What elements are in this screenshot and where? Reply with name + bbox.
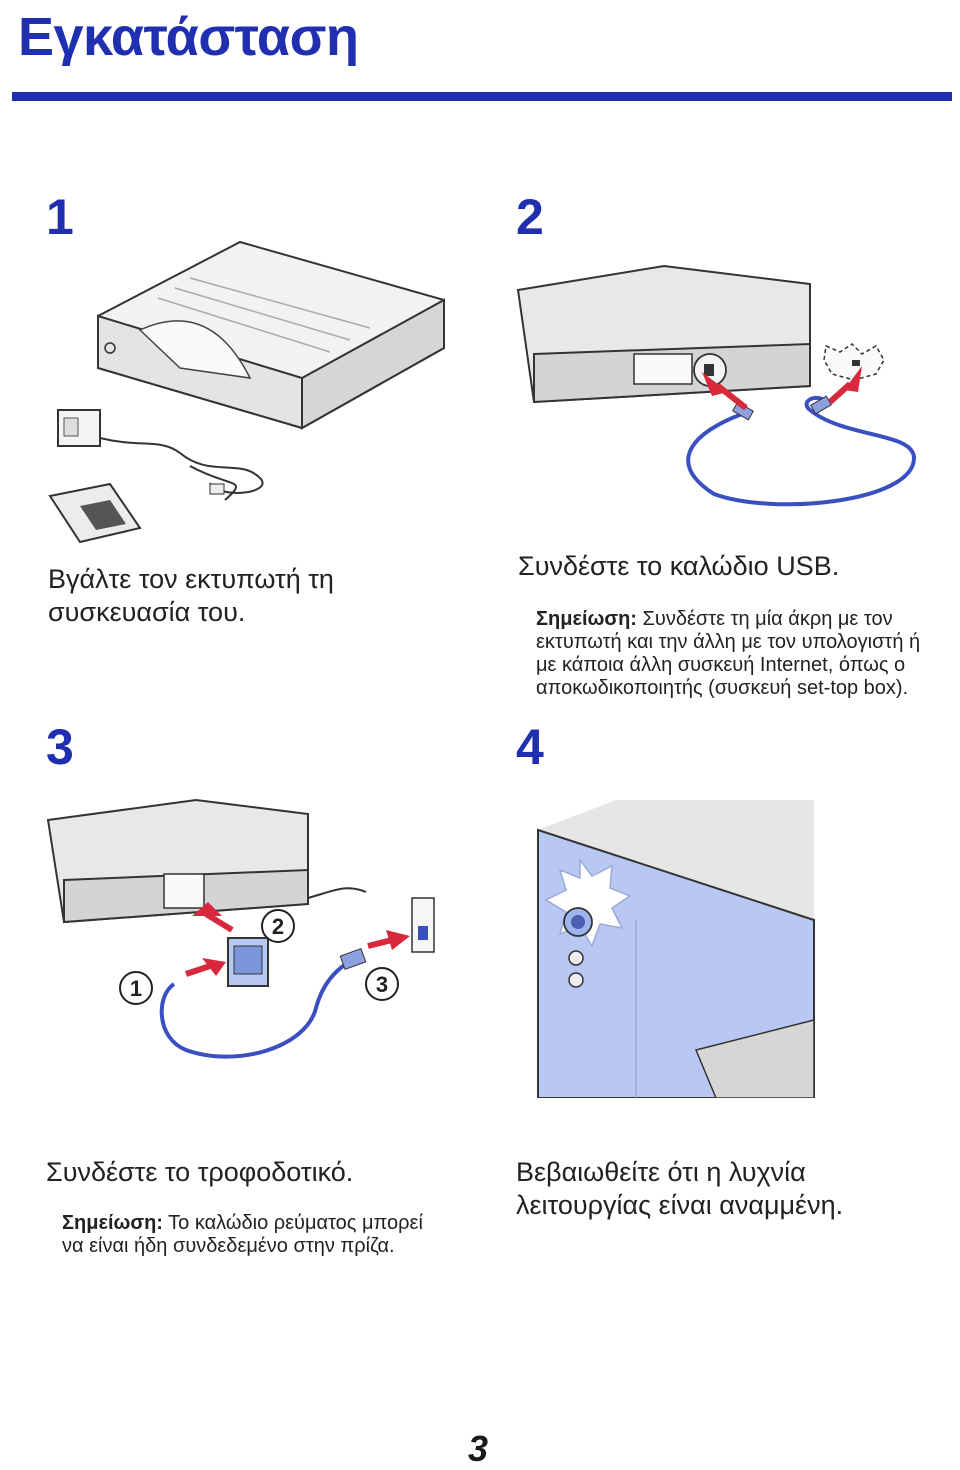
step-2-note: Σημείωση: Συνδέστε τη μία άκρη με τον εκ… [536, 608, 936, 700]
page-title: Εγκατάσταση [18, 6, 359, 68]
step-1-number: 1 [46, 192, 74, 242]
printer-unboxed-illustration [40, 238, 450, 550]
title-rule [12, 92, 952, 101]
page-number: 3 [468, 1428, 488, 1470]
callout-1: 1 [120, 972, 152, 1004]
svg-text:3: 3 [376, 972, 388, 997]
svg-text:1: 1 [130, 976, 142, 1001]
callout-3: 3 [366, 968, 398, 1000]
svg-text:2: 2 [272, 914, 284, 939]
step-2-note-label: Σημείωση: [536, 608, 637, 630]
usb-cable-illustration [514, 262, 920, 512]
step-3-note: Σημείωση: Το καλώδιο ρεύματος μπορεί να … [62, 1212, 442, 1258]
step-2-number: 2 [516, 192, 544, 242]
step-4-number: 4 [516, 722, 544, 772]
callout-2: 2 [262, 910, 294, 942]
step-3-caption: Συνδέστε το τροφοδοτικό. [46, 1156, 466, 1189]
step-2-caption: Συνδέστε το καλώδιο USB. [518, 550, 938, 583]
power-supply-illustration: 1 2 3 [46, 798, 446, 1066]
step-1-caption: Βγάλτε τον εκτυπωτή τη συσκευασία του. [48, 563, 408, 629]
step-3-note-label: Σημείωση: [62, 1212, 163, 1234]
step-4-caption: Βεβαιωθείτε ότι η λυχνία λειτουργίας είν… [516, 1156, 936, 1222]
power-light-illustration [536, 800, 816, 1098]
step-3-number: 3 [46, 722, 74, 772]
